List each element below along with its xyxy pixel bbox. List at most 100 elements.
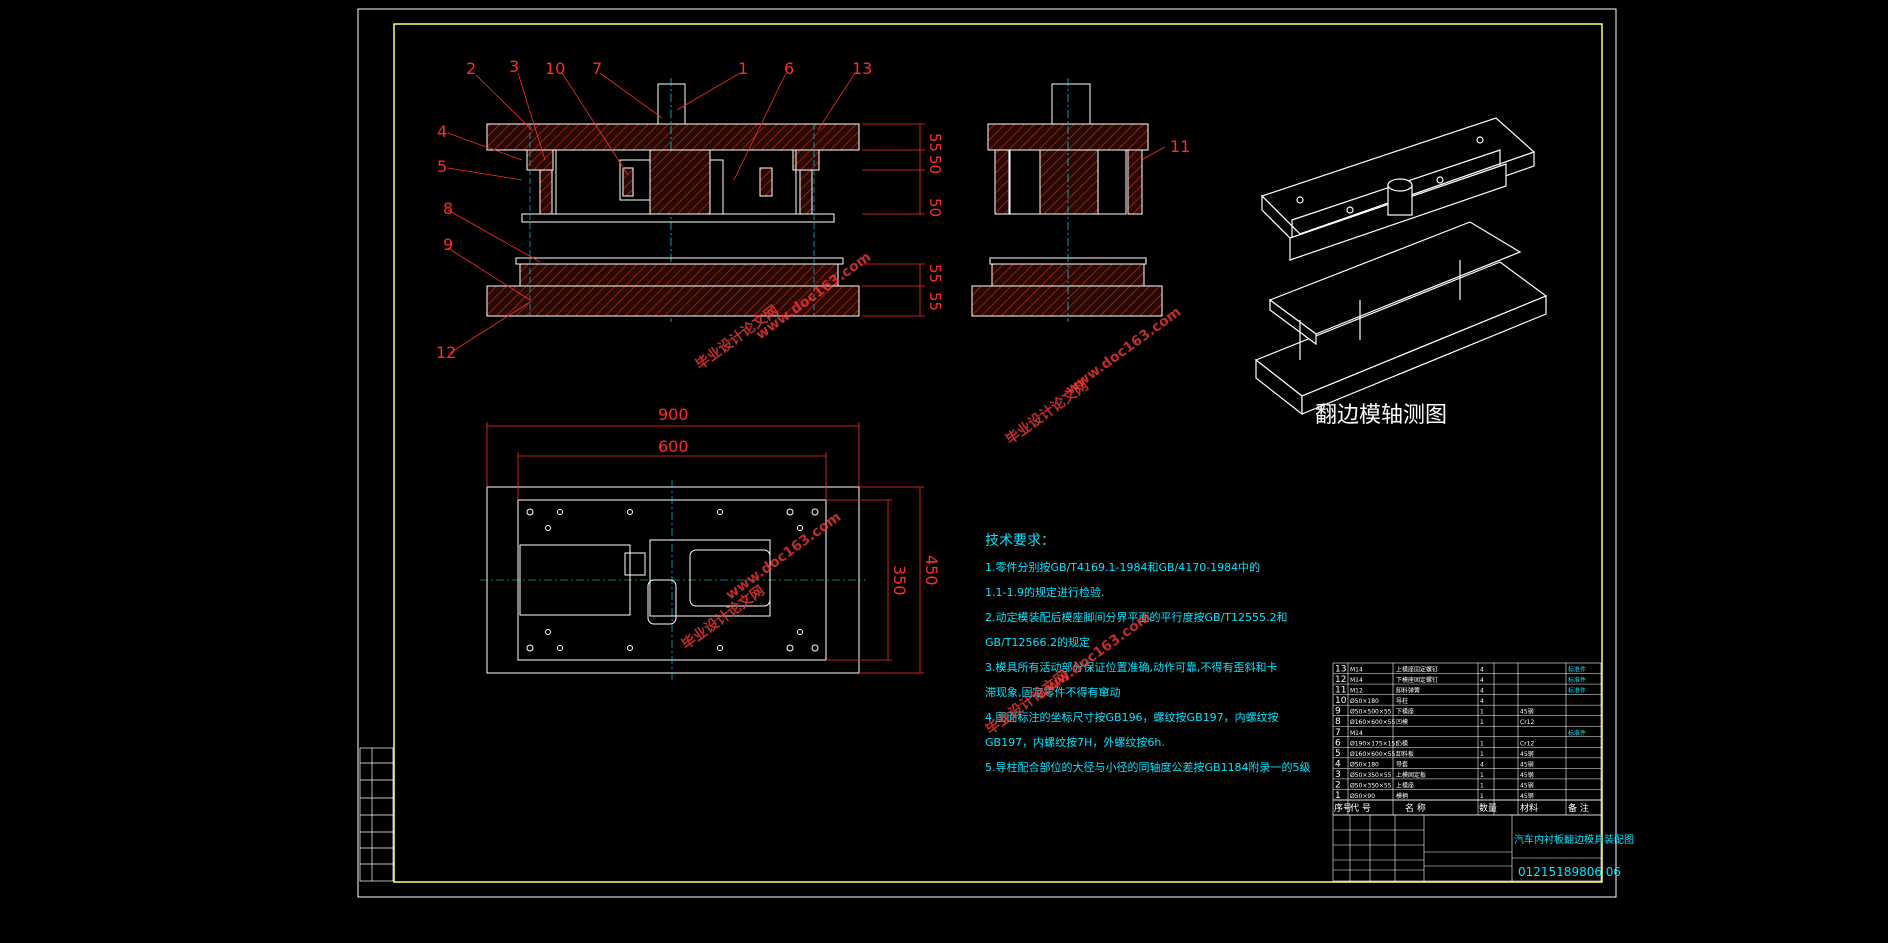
tech-line-1: 1.零件分别按GB/T4169.1-1984和GB/4170-1984中的 (985, 560, 1260, 574)
bom-cell-name: 凹模 (1396, 718, 1408, 726)
isometric-caption: 翻边模轴测图 (1315, 403, 1447, 428)
bom-cell-name: 上模固定板 (1396, 771, 1426, 779)
part-label-8: 8 (443, 199, 453, 218)
front-section-view (486, 78, 925, 322)
bom-cell-code: Ø190×175×155 (1350, 740, 1399, 747)
bom-cell-name: 上模座固定螺钉 (1396, 666, 1438, 674)
front-dim-3: 50 (926, 198, 944, 217)
bom-cell-name: 凸模 (1396, 739, 1408, 747)
part-label-5: 5 (437, 157, 447, 176)
dim-900: 900 (658, 405, 689, 424)
side-section-view (971, 78, 1163, 322)
bom-cell-code: Ø50×180 (1350, 761, 1379, 768)
bom-h-name: 名 称 (1405, 802, 1426, 814)
bom-cell-qty: 1 (1480, 740, 1484, 747)
part-leaders (447, 72, 1166, 354)
bom-cell-no: 5 (1335, 749, 1341, 759)
bom-cell-no: 10 (1335, 696, 1347, 706)
bom-cell-no: 13 (1335, 665, 1346, 675)
part-label-2: 2 (466, 59, 476, 78)
bom-cell-mat: 45钢 (1520, 781, 1534, 789)
bom-cell-qty: 1 (1480, 751, 1484, 758)
bom-cell-qty: 4 (1480, 667, 1484, 674)
bom-cell-note: 标准件 (1568, 729, 1586, 737)
bom-cell-note: 标准件 (1568, 666, 1586, 674)
bom-cell-no: 7 (1335, 728, 1341, 738)
dim-600: 600 (658, 437, 689, 456)
left-revision-strip (359, 747, 394, 882)
tech-title: 技术要求： (985, 533, 1055, 549)
plan-view-dimensions: 900 600 350 450 (658, 405, 941, 596)
bom-cell-no: 6 (1335, 738, 1341, 748)
part-label-11: 11 (1170, 137, 1190, 156)
bom-cell-mat: 45钢 (1520, 792, 1534, 800)
technical-requirements: 技术要求： 1.零件分别按GB/T4169.1-1984和GB/4170-198… (985, 533, 1311, 774)
part-label-3: 3 (509, 57, 519, 76)
part-label-4: 4 (437, 122, 447, 141)
bom-cell-qty: 1 (1480, 793, 1484, 800)
dim-350: 350 (890, 565, 909, 596)
bom-cell-code: Ø50×350×55 (1350, 782, 1392, 789)
bom-cell-qty: 1 (1480, 782, 1484, 789)
tech-line-3: 2.动定模装配后模座脚间分界平面的平行度按GB/T12555.2和 (985, 610, 1287, 624)
watermark-3a: 毕业设计论文网 (678, 582, 767, 653)
bom-cell-code: Ø50×180 (1350, 698, 1379, 705)
bom-cell-qty: 1 (1480, 709, 1484, 716)
bom-cell-code: Ø50×350×55 (1350, 772, 1392, 779)
bom-h-code: 代 号 (1350, 803, 1371, 814)
part-label-9: 9 (443, 235, 453, 254)
bom-cell-qty: 1 (1480, 719, 1484, 726)
part-label-10: 10 (545, 59, 565, 78)
bom-cell-name: 导柱 (1396, 697, 1408, 705)
drawing-title: 汽车内衬板翻边模具装配图 (1514, 833, 1634, 846)
bom-h-no: 序号 (1334, 802, 1352, 814)
inner-border (393, 23, 1603, 883)
watermark-2b: www.doc163.com (1063, 304, 1184, 398)
tech-line-6: 滞现象,固定零件不得有窜动 (985, 685, 1121, 699)
part-label-12: 12 (436, 343, 456, 362)
bom-cell-qty: 4 (1480, 761, 1484, 768)
bom-cell-code: Ø50×90 (1350, 793, 1375, 800)
isometric-view (1254, 117, 1548, 416)
bom-cell-no: 8 (1335, 717, 1341, 727)
tech-line-9: 5.导柱配合部位的大径与小径的同轴度公差按GB1184附录一的5级 (985, 760, 1311, 774)
tech-line-7: 4.图面标注的坐标尺寸按GB196，螺纹按GB197，内螺纹按 (985, 710, 1279, 724)
part-label-7: 7 (592, 59, 602, 78)
bom-cell-name: 导套 (1396, 760, 1408, 768)
front-view-dimensions: 55 50 50 55 55 (926, 133, 944, 311)
bom-cell-code: Ø50×500×55 (1350, 709, 1392, 716)
bom-cell-no: 4 (1335, 759, 1341, 769)
bom-cell-qty: 4 (1480, 677, 1484, 684)
bom-cell-code: Ø160×600×55 (1350, 719, 1395, 726)
bom-cell-code: M12 (1350, 688, 1363, 695)
bom-cell-mat: 45钢 (1520, 750, 1534, 758)
tech-line-4: GB/T12566.2的规定 (985, 635, 1090, 649)
bom-cell-qty: 1 (1480, 772, 1484, 779)
bom-cell-qty: 4 (1480, 698, 1484, 705)
tech-line-5: 3.模具所有活动部分保证位置准确,动作可靠,不得有歪斜和卡 (985, 660, 1278, 674)
bom-cell-code: Ø160×600×55 (1350, 751, 1395, 758)
bom-cell-mat: 45钢 (1520, 771, 1534, 779)
bom-cell-code: M14 (1350, 677, 1363, 684)
dim-450: 450 (922, 555, 941, 586)
bom-cell-name: 下模座固定螺钉 (1396, 676, 1438, 684)
bom-cell-name: 模柄 (1396, 792, 1408, 800)
bom-cell-mat: Cr12 (1520, 740, 1534, 747)
bom-cell-name: 下模座 (1396, 708, 1414, 716)
drawing-number: 01215189806 06 (1518, 865, 1621, 879)
part-number-labels: 2 3 10 7 1 6 13 4 5 8 9 12 11 (436, 57, 1190, 362)
tech-line-2: 1.1-1.9的规定进行检验. (985, 585, 1104, 599)
plan-view (480, 422, 924, 680)
bom-cell-no: 2 (1335, 780, 1341, 790)
front-dim-1: 55 (926, 133, 944, 152)
bom-cell-qty: 4 (1480, 688, 1484, 695)
outer-border (357, 8, 1617, 898)
bom-cell-name: 卸料弹簧 (1396, 687, 1420, 695)
bom-cell-code: M14 (1350, 667, 1363, 674)
part-label-1: 1 (738, 59, 748, 78)
bom-cell-no: 1 (1335, 791, 1341, 801)
bom-cell-no: 3 (1335, 770, 1341, 780)
